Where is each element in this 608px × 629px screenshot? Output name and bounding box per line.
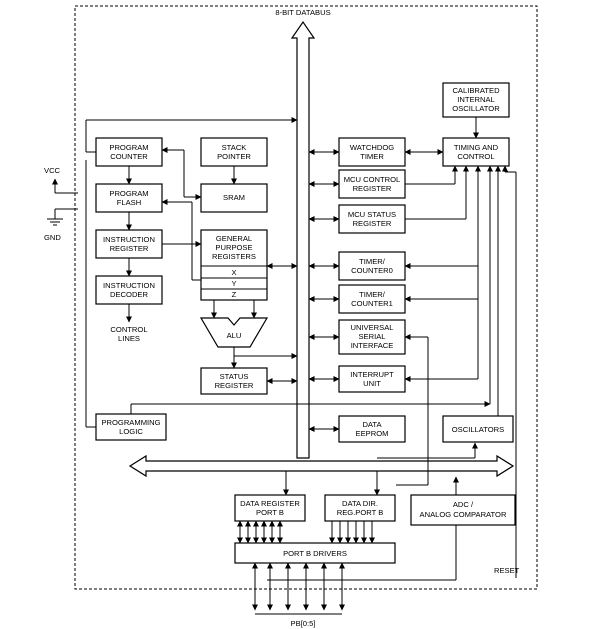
svg-text:CONTROL: CONTROL: [457, 152, 494, 161]
svg-text:REGISTER: REGISTER: [353, 184, 392, 193]
svg-text:DATA DIR.: DATA DIR.: [342, 499, 378, 508]
watchdog-timer-box: [338, 137, 406, 167]
svg-text:TIMING AND: TIMING AND: [454, 143, 499, 152]
svg-text:PROGRAM: PROGRAM: [109, 189, 148, 198]
reset-label: RESET: [494, 566, 520, 575]
svg-text:DECODER: DECODER: [110, 290, 148, 299]
svg-text:FLASH: FLASH: [117, 198, 141, 207]
svg-text:REGISTER: REGISTER: [353, 219, 392, 228]
svg-text:COUNTER0: COUNTER0: [351, 266, 393, 275]
mcu-control-register-box: [338, 169, 406, 199]
svg-text:Z: Z: [232, 290, 237, 299]
svg-text:OSCILLATOR: OSCILLATOR: [452, 104, 500, 113]
timer-counter0-box: [338, 251, 406, 281]
svg-text:DATA REGISTER: DATA REGISTER: [240, 499, 300, 508]
databus-horizontal: [128, 454, 515, 478]
svg-text:ANALOG COMPARATOR: ANALOG COMPARATOR: [420, 510, 507, 519]
svg-text:INSTRUCTION: INSTRUCTION: [103, 235, 155, 244]
status-register-box: [200, 367, 268, 395]
svg-text:TIMER/: TIMER/: [359, 290, 386, 299]
svg-text:WATCHDOG: WATCHDOG: [350, 143, 394, 152]
svg-text:STACK: STACK: [222, 143, 247, 152]
svg-text:REGISTER: REGISTER: [110, 244, 149, 253]
svg-text:EEPROM: EEPROM: [356, 429, 389, 438]
svg-text:COUNTER1: COUNTER1: [351, 299, 393, 308]
svg-text:PORT B DRIVERS: PORT B DRIVERS: [283, 549, 347, 558]
svg-text:INTERNAL: INTERNAL: [457, 95, 495, 104]
svg-text:PROGRAMMING: PROGRAMMING: [101, 418, 160, 427]
svg-text:INTERFACE: INTERFACE: [351, 341, 394, 350]
svg-text:LINES: LINES: [118, 334, 140, 343]
svg-text:OSCILLATORS: OSCILLATORS: [452, 425, 504, 434]
svg-text:PROGRAM: PROGRAM: [109, 143, 148, 152]
svg-text:TIMER/: TIMER/: [359, 257, 386, 266]
svg-text:PURPOSE: PURPOSE: [215, 243, 252, 252]
svg-text:ALU: ALU: [227, 331, 242, 340]
gnd-label: GND: [44, 233, 61, 242]
svg-text:INTERRUPT: INTERRUPT: [350, 370, 394, 379]
svg-text:CALIBRATED: CALIBRATED: [452, 86, 500, 95]
block-labels: CALIBRATED INTERNAL OSCILLATOR PROGRAM C…: [101, 86, 507, 558]
svg-text:REGISTER: REGISTER: [215, 381, 254, 390]
svg-text:STATUS: STATUS: [220, 372, 249, 381]
svg-text:UNIVERSAL: UNIVERSAL: [350, 323, 393, 332]
svg-text:REGISTERS: REGISTERS: [212, 252, 256, 261]
svg-text:UNIT: UNIT: [363, 379, 381, 388]
svg-text:X: X: [231, 268, 236, 277]
programming-logic-box: [95, 413, 167, 441]
svg-text:LOGIC: LOGIC: [119, 427, 143, 436]
svg-text:SERIAL: SERIAL: [358, 332, 385, 341]
svg-text:COUNTER: COUNTER: [110, 152, 148, 161]
oscillators-box: [442, 415, 514, 443]
svg-text:DATA: DATA: [362, 420, 382, 429]
databus-label: 8-BIT DATABUS: [275, 8, 330, 17]
svg-text:Y: Y: [231, 279, 236, 288]
svg-text:REG.PORT B: REG.PORT B: [337, 508, 384, 517]
connections: [85, 117, 517, 615]
data-register-portb-box: [234, 494, 306, 522]
svg-text:POINTER: POINTER: [217, 152, 251, 161]
portb-drivers-box: [234, 542, 396, 564]
svg-text:SRAM: SRAM: [223, 193, 245, 202]
vcc-label: VCC: [44, 166, 61, 175]
calibrated-oscillator-box: [442, 82, 510, 118]
svg-text:INSTRUCTION: INSTRUCTION: [103, 281, 155, 290]
svg-text:GENERAL: GENERAL: [216, 234, 252, 243]
databus-vertical: [290, 20, 316, 459]
svg-text:TIMER: TIMER: [360, 152, 384, 161]
svg-text:CONTROL: CONTROL: [110, 325, 147, 334]
svg-text:MCU STATUS: MCU STATUS: [348, 210, 396, 219]
pb-label: PB[0:5]: [291, 619, 316, 628]
svg-text:MCU CONTROL: MCU CONTROL: [344, 175, 401, 184]
svg-text:ADC /: ADC /: [453, 500, 474, 509]
svg-text:PORT B: PORT B: [256, 508, 284, 517]
instruction-register-box: [95, 229, 163, 259]
data-dir-portb-box: [324, 494, 396, 522]
adc-comparator-box: [410, 494, 516, 526]
